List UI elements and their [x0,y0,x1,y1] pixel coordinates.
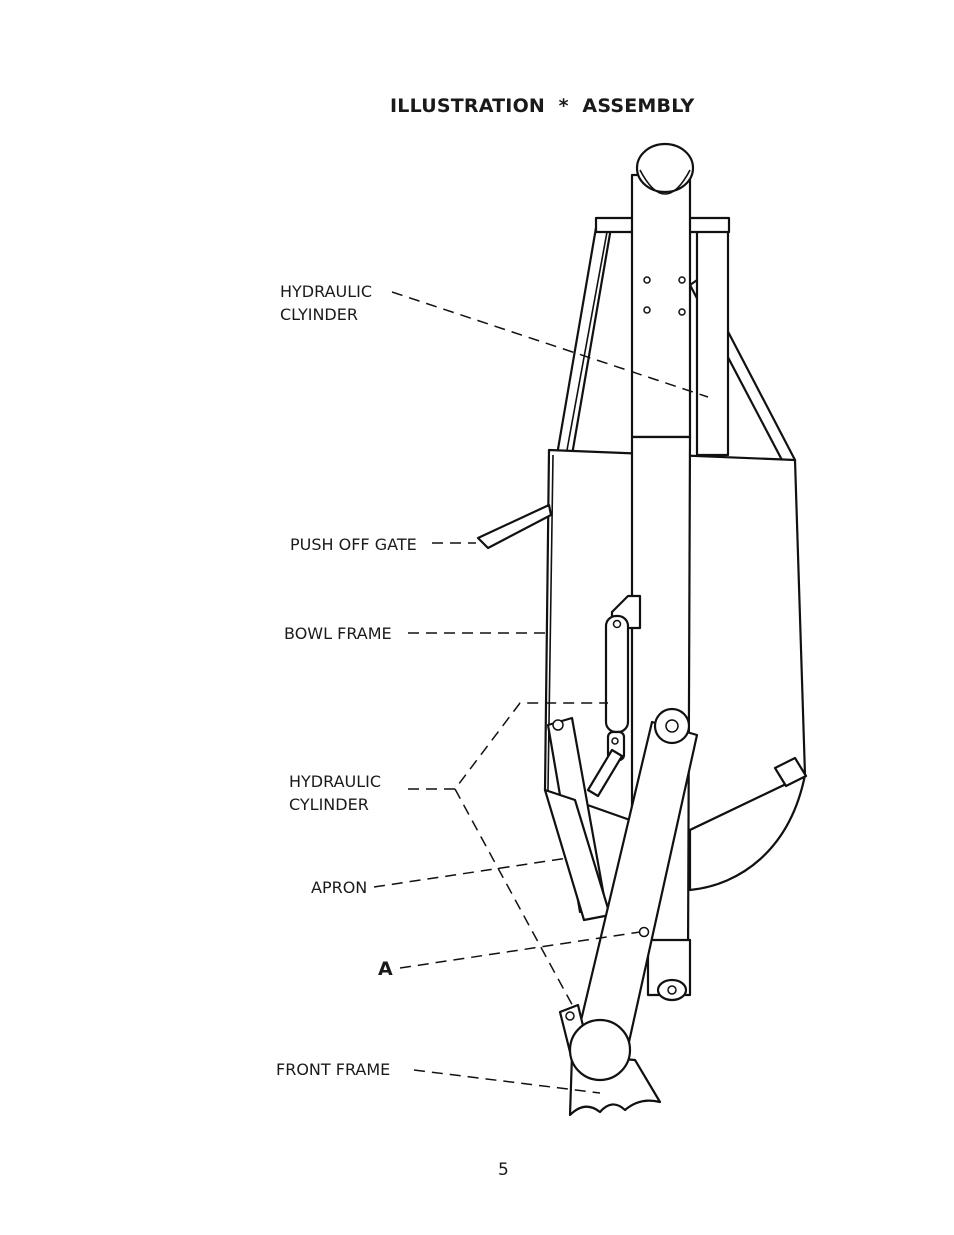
label-hydraulic-cylinder: HYDRAULIC CYLINDER [289,772,382,814]
leader-front-frame [413,1069,601,1094]
leader-apron [373,857,569,888]
leader-point-a [399,931,641,969]
lower-hydraulic-cylinder [586,614,630,798]
label-point-a: A [378,958,393,980]
push-off-gate-handle [476,503,553,550]
page-number: 5 [498,1160,509,1180]
leader-hydraulic-clyinder [391,291,709,398]
leader-hydraulic-cylinder [408,702,608,1011]
label-front-frame: FRONT FRAME [276,1060,391,1079]
leader-lines [373,291,709,1094]
label-push-off-gate: PUSH OFF GATE [290,535,417,554]
front-cylinder [646,938,692,1002]
label-apron: APRON [311,878,368,897]
front-frame-drawing [568,1018,662,1117]
page-title: ILLUSTRATION * ASSEMBLY [390,95,695,117]
label-bowl-frame: BOWL FRAME [284,624,392,643]
label-hydraulic-clyinder: HYDRAULIC CLYINDER [280,282,373,324]
